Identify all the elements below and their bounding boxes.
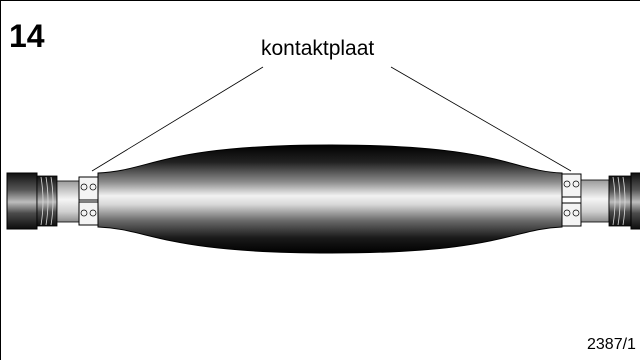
joint-body: [97, 144, 563, 254]
cable-end-right: [580, 172, 640, 230]
cable-end-left: [6, 172, 80, 230]
contact-plate-right: [561, 173, 582, 227]
figure-code: 2387/1: [587, 336, 636, 353]
step-number: 14: [9, 18, 45, 54]
contact-plate-left: [78, 176, 99, 226]
callout-leader-right: [390, 66, 572, 172]
contact-plate-callout-label: kontaktplaat: [261, 37, 375, 60]
callout-leader-left: [91, 66, 264, 172]
